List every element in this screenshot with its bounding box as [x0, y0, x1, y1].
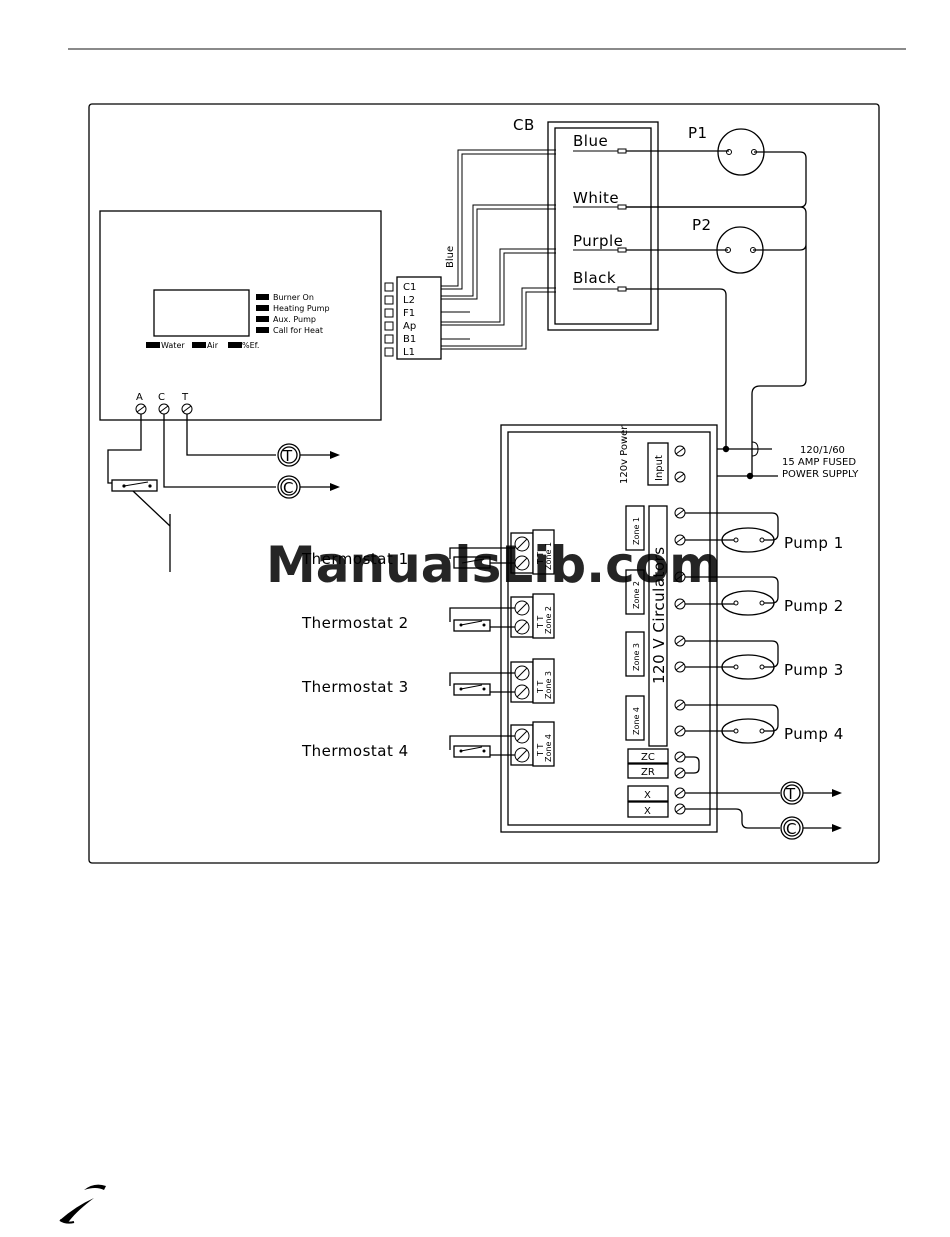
cb-wire-white: White [573, 189, 619, 207]
indicator-call-for-heat: Call for Heat [273, 326, 323, 335]
watermark: ManualsLib.com [266, 536, 721, 594]
switch-relay [111, 479, 158, 492]
control-board: Burner On Heating Pump Aux. Pump Call fo… [99, 210, 382, 421]
tt-zone-4-tt: T T [536, 744, 545, 757]
power-label: 120v Power [619, 425, 630, 484]
thermostat-4: Thermostat 4 [301, 735, 515, 760]
terminal-a-label: A [136, 392, 143, 403]
power-supply-line2: 15 AMP FUSED [782, 457, 856, 468]
indicator-efficiency: %Ef. [242, 341, 259, 350]
zr-label: ZR [641, 767, 655, 778]
thermostat-3: Thermostat 3 [301, 672, 515, 696]
cb-wire-purple: Purple [573, 232, 623, 250]
terminal-b1: B1 [403, 334, 416, 345]
thermostat-4-label: Thermostat 4 [301, 742, 409, 760]
indicator-heating-pump: Heating Pump [273, 304, 330, 313]
terminal-ap: Ap [403, 321, 416, 332]
cb-label: CB [513, 116, 535, 134]
terminal-c1: C1 [403, 282, 416, 293]
header-rule [68, 48, 906, 50]
terminal-l2: L2 [403, 295, 415, 306]
power-supply-line3: POWER SUPPLY [782, 469, 859, 480]
p1-label: P1 [688, 124, 708, 142]
cb-feed-wires [441, 149, 556, 350]
cb-box: CB Blue White Purple Black [513, 116, 659, 331]
x1-label: X [644, 790, 651, 801]
terminal-strip: C1 L2 F1 Ap B1 L1 [384, 276, 442, 360]
thermostat-3-label: Thermostat 3 [301, 678, 409, 696]
board-c-circle: C [283, 479, 294, 497]
panel-t-circle: T [785, 785, 796, 803]
power-supply-line1: 120/1/60 [800, 445, 845, 456]
zc-label: ZC [641, 752, 655, 763]
p2-label: P2 [692, 216, 712, 234]
pump-3-label: Pump 3 [784, 661, 844, 679]
thermostat-2: Thermostat 2 [301, 607, 515, 632]
terminal-c-label: C [158, 392, 165, 403]
tt-zone-3-tt: T T [536, 681, 545, 694]
thermostat-2-label: Thermostat 2 [301, 614, 409, 632]
pump-2: Pump 2 [685, 576, 844, 616]
x2-label: X [644, 806, 651, 817]
circ-zone-4: Zone 4 [632, 707, 641, 735]
board-thermostat-wiring: T C [107, 414, 340, 572]
tt-zone-4: T T Zone 4 [510, 721, 555, 767]
pump-2-label: Pump 2 [784, 597, 844, 615]
pump-1-label: Pump 1 [784, 534, 844, 552]
thermostat-1-label: Thermostat 1 [301, 550, 409, 568]
tt-zone-2-tt: T T [536, 616, 545, 629]
tt-zone-3: T T Zone 3 [510, 658, 555, 704]
indicator-air: Air [207, 341, 219, 350]
terminal-l1: L1 [403, 347, 415, 358]
board-t-circle: T [282, 447, 293, 465]
input-label: Input [654, 455, 665, 481]
display-window [153, 289, 250, 337]
indicator-water: Water [161, 341, 185, 350]
brand-logo [59, 1184, 106, 1224]
terminal-f1: F1 [403, 308, 415, 319]
pump-4: Pump 4 [685, 704, 844, 744]
tt-zone-3-label: Zone 3 [544, 671, 553, 699]
tt-zone-1-label: Zone 1 [544, 542, 553, 570]
tt-zone-4-label: Zone 4 [544, 734, 553, 762]
blue-wire-label: Blue [445, 246, 456, 268]
circulators-label: 120 V Circulators [650, 546, 668, 684]
panel-c-circle: C [786, 820, 797, 838]
x-outputs: T C [685, 781, 842, 840]
pump-4-label: Pump 4 [784, 725, 844, 743]
indicator-burner-on: Burner On [273, 293, 314, 302]
pump-1: Pump 1 [685, 512, 844, 553]
cb-wire-blue: Blue [573, 132, 608, 150]
terminal-t-label: T [181, 392, 189, 403]
circ-zone-2: Zone 2 [632, 581, 641, 609]
zone-panel: 120v Power Input 120 V Circulators Zone … [500, 424, 718, 833]
circ-zone-1: Zone 1 [632, 517, 641, 545]
tt-zone-2: T T Zone 2 [510, 593, 555, 639]
pump-3: Pump 3 [685, 640, 844, 680]
thermostat-1: Thermostat 1 [301, 547, 515, 569]
pump-wiring [626, 150, 807, 476]
tt-zone-2-label: Zone 2 [544, 606, 553, 634]
cb-wire-black: Black [573, 269, 616, 287]
circ-zone-3: Zone 3 [632, 643, 641, 671]
indicator-aux-pump: Aux. Pump [273, 315, 316, 324]
tt-zone-1-tt: T T [536, 552, 545, 565]
